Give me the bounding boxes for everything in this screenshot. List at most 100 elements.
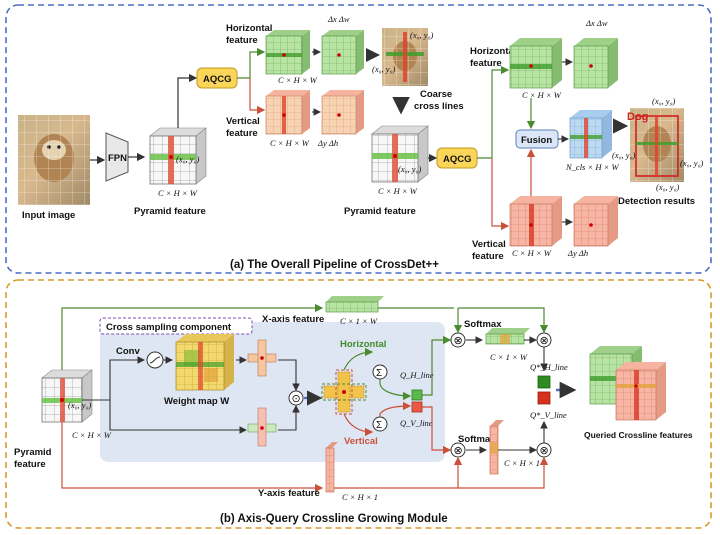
dims-ncls: N_cls × H × W <box>565 162 619 172</box>
sigma-h: Σ <box>376 368 382 379</box>
fused-cls-map <box>569 110 612 159</box>
pyramid-feature-b <box>41 369 93 423</box>
dims-v1: C × H × W <box>270 138 310 148</box>
weighted-cross-top <box>247 339 277 377</box>
pyramid-dims-2: C × H × W <box>378 186 418 196</box>
offset-map-h2 <box>573 38 618 89</box>
dims-v2: C × H × W <box>512 248 552 258</box>
x-axis-dims: C × 1 × W <box>340 316 378 326</box>
q-v-line-star: Q*_V_line <box>530 410 567 420</box>
pyramid-feature-label-2: Pyramid feature <box>344 206 416 217</box>
q-v-line: Q_V_line <box>400 418 433 428</box>
panel-a-caption: (a) The Overall Pipeline of CrossDet++ <box>230 259 439 271</box>
delta-yh-1: Δy Δh <box>317 138 338 148</box>
vertical-feature-label-1b: feature <box>226 128 258 139</box>
query-v-star-box <box>537 391 551 405</box>
coarse-point-top: (x₀, y₀) <box>410 30 434 40</box>
panel-a-frame <box>5 4 712 274</box>
cross-sampling-title-box <box>99 317 253 335</box>
input-image <box>18 115 90 205</box>
vertical-feature-label-2b: feature <box>472 251 504 262</box>
dog-label: Dog <box>627 111 648 123</box>
horizontal-feature-label-1a: Horizontal <box>226 23 272 34</box>
coarse-point-left: (x₀, y₀) <box>372 64 396 74</box>
aqcg-label-1: AQCG <box>203 74 232 85</box>
vertical-feature-label-2a: Vertical <box>472 239 506 250</box>
fusion-label: Fusion <box>521 135 552 146</box>
fpn-label: FPN <box>108 153 127 164</box>
det-point-top: (x₀, y₀) <box>652 96 676 106</box>
coarse-result-image <box>382 28 428 86</box>
horizontal-feature-label-2a: Horizontal <box>470 46 516 57</box>
dims-h1: C × H × W <box>278 75 318 85</box>
sigma-v: Σ <box>376 420 382 431</box>
otimes-top-1-symbol: ⊗ <box>454 335 463 347</box>
query-v-box <box>411 401 423 413</box>
y-axis-feature-label: Y-axis feature <box>258 488 320 499</box>
y-axis-dims: C × H × 1 <box>342 492 378 502</box>
panel-b-frame <box>5 279 712 529</box>
coarse-cross-lines-label-b: cross lines <box>414 101 464 112</box>
softmax-strip-y <box>489 420 504 475</box>
y-axis-feature-strip <box>325 442 338 493</box>
dot-symbol: ⊙ <box>292 393 301 405</box>
pyramid-feature-2 <box>371 125 429 183</box>
elementwise-product-node <box>288 390 304 406</box>
cross-sampling-area <box>100 322 445 462</box>
queried-crossline-label: Queried Crossline features <box>584 430 693 440</box>
pyramid-dims-b: C × H × W <box>72 430 112 440</box>
q-h-line-star: Q*_H_line <box>530 362 568 372</box>
pyramid-point-label-1: (x₀, y₀) <box>176 154 200 164</box>
det-point-right: (x₀, y₀) <box>680 158 704 168</box>
delta-xw-1: Δx Δw <box>327 14 350 24</box>
horizontal-feature-map-1 <box>265 30 310 75</box>
aggregated-cross <box>321 369 367 415</box>
softmax-x-dims: C × 1 × W <box>490 352 528 362</box>
otimes-bot-1-symbol: ⊗ <box>454 445 463 457</box>
pyramid-point-label-2: (x₀, y₀) <box>398 164 422 174</box>
horizontal-label: Horizontal <box>340 339 386 350</box>
pyramid-feature-label-1: Pyramid feature <box>134 206 206 217</box>
cross-sampling-label: Cross sampling component <box>106 322 232 333</box>
coarse-cross-lines-label-a: Coarse <box>420 89 452 100</box>
fpn-block <box>105 132 129 182</box>
conv-label: Conv <box>116 346 140 357</box>
delta-xw-2: Δx Δw <box>585 18 608 28</box>
pyramid-dims-1: C × H × W <box>158 188 198 198</box>
x-axis-feature-strip <box>325 296 384 313</box>
horizontal-feature-label-2b: feature <box>470 58 502 69</box>
queried-crossline-red <box>615 362 666 421</box>
softmax-label-bot: Softmax <box>458 434 496 445</box>
input-image-label: Input image <box>22 210 75 221</box>
pyramid-feature-label-b2: feature <box>14 459 46 470</box>
pyramid-feature-label-b1: Pyramid <box>14 447 52 458</box>
detection-result-image <box>630 108 684 182</box>
horizontal-feature-map-2 <box>509 38 562 89</box>
otimes-top-2-symbol: ⊗ <box>540 335 549 347</box>
det-point-bottom: (x₀, y₀) <box>656 182 680 192</box>
weight-map-label: Weight map W <box>164 396 229 407</box>
vertical-label: Vertical <box>344 436 378 447</box>
sampled-cross-bottom <box>247 407 277 447</box>
offset-map-h1 <box>321 30 364 75</box>
delta-yh-2: Δy Δh <box>567 248 588 258</box>
otimes-bot-2-symbol: ⊗ <box>540 445 549 457</box>
q-h-line: Q_H_line <box>400 370 434 380</box>
detection-results-label: Detection results <box>618 196 695 207</box>
offset-map-v1 <box>321 90 364 135</box>
vertical-feature-map-2 <box>509 196 562 247</box>
query-h-star-box <box>537 375 551 389</box>
query-h-box <box>411 389 423 401</box>
panel-b-caption: (b) Axis-Query Crossline Growing Module <box>220 513 448 525</box>
softmax-strip-x <box>485 328 530 345</box>
weight-map <box>175 334 234 391</box>
aqcg-label-2: AQCG <box>443 154 472 165</box>
pyramid-feature-1 <box>149 127 207 185</box>
softmax-label-top: Softmax <box>464 319 502 330</box>
x-axis-feature-label: X-axis feature <box>262 314 324 325</box>
vertical-feature-map-1 <box>265 90 310 135</box>
pyramid-point-b: (x₀, y₀) <box>68 400 92 410</box>
softmax-y-dims: C × H × 1 <box>504 458 540 468</box>
offset-map-v2 <box>573 196 618 247</box>
